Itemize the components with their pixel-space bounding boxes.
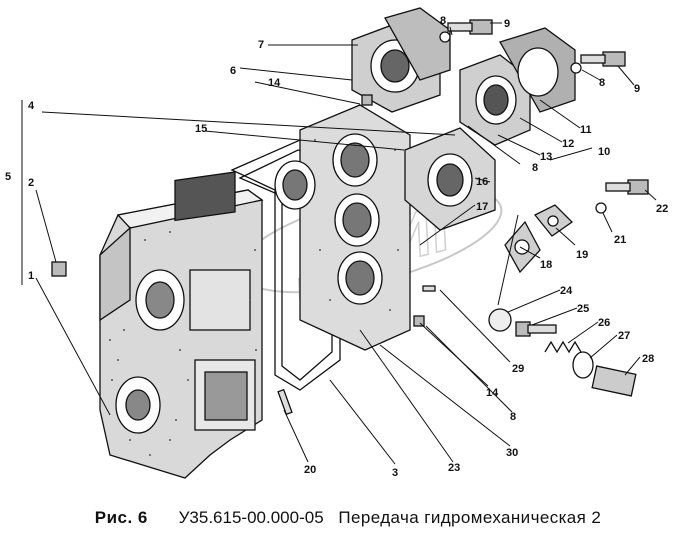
washer-part-8-upper <box>439 31 451 43</box>
callout-27: 27 <box>618 330 630 342</box>
callout-16: 16 <box>476 176 488 188</box>
callout-13: 13 <box>540 151 552 163</box>
callout-29: 29 <box>512 363 524 375</box>
washer-part-14 <box>413 315 425 327</box>
callout-22: 22 <box>656 203 668 215</box>
callout-5: 5 <box>5 171 11 183</box>
callout-18: 18 <box>540 259 552 271</box>
callout-4: 4 <box>28 100 35 112</box>
figure-caption: Рис. 6 У35.615-00.000-05 Передача гидром… <box>0 508 696 528</box>
cover-plate-part <box>274 104 411 351</box>
callout-6: 6 <box>230 65 236 77</box>
flange-part-18 <box>504 220 541 274</box>
callout-9-right: 9 <box>634 83 640 95</box>
spring-part-26 <box>544 340 582 354</box>
bearing-cover-part-6-7 <box>351 7 451 113</box>
callout-2: 2 <box>28 177 34 189</box>
callout-23: 23 <box>448 462 460 474</box>
washer-part-21 <box>595 202 607 214</box>
callout-labels: 1 2 3 4 5 6 7 8 8 8 8 9 9 10 11 12 13 14… <box>5 15 668 479</box>
callout-7: 7 <box>258 39 264 51</box>
figure-title: Передача гидромеханическая 2 <box>338 508 602 527</box>
callout-20: 20 <box>304 464 316 476</box>
callout-8-top: 8 <box>440 15 446 27</box>
callout-21: 21 <box>614 234 626 246</box>
callout-15: 15 <box>195 123 207 135</box>
housing-part <box>99 171 264 479</box>
bolt-part-9-upper <box>447 19 493 35</box>
plug-part-14 <box>361 94 373 106</box>
plate-part-19 <box>533 204 574 237</box>
callout-3: 3 <box>392 467 398 479</box>
callout-25: 25 <box>577 303 589 315</box>
ring-part-27 <box>572 351 594 379</box>
bolt-part-9-right <box>580 51 626 67</box>
callout-19: 19 <box>576 249 588 261</box>
plug-part-28 <box>591 365 637 397</box>
callout-30: 30 <box>506 447 518 459</box>
side-cover-part-16 <box>404 127 496 231</box>
callout-8-bottom: 8 <box>510 411 516 423</box>
callout-26: 26 <box>598 317 610 329</box>
bearing-cover-part-11-13 <box>459 27 576 146</box>
callout-8-mid: 8 <box>532 162 538 174</box>
figure-label: Рис. 6 <box>94 508 148 527</box>
callout-10: 10 <box>598 146 610 158</box>
callout-12: 12 <box>562 138 574 150</box>
ball-part-24 <box>488 308 512 332</box>
callout-11: 11 <box>580 124 592 136</box>
callout-14-top: 14 <box>268 77 281 89</box>
callout-24: 24 <box>560 285 573 297</box>
leader-lines <box>21 22 657 465</box>
callout-1: 1 <box>28 270 34 282</box>
callout-28: 28 <box>642 353 654 365</box>
callout-14-bottom: 14 <box>486 387 499 399</box>
pin-part-29 <box>422 285 436 292</box>
bolt-part-25 <box>515 321 557 337</box>
washer-part-8-right <box>570 62 582 74</box>
plug-part-2 <box>51 261 67 277</box>
callout-9-top: 9 <box>504 18 510 30</box>
pin-part-20 <box>277 388 293 416</box>
callout-17: 17 <box>476 201 488 213</box>
figure-number: У35.615-00.000-05 <box>178 508 324 527</box>
bolt-part-22 <box>605 179 649 195</box>
callout-8-right: 8 <box>599 77 605 89</box>
